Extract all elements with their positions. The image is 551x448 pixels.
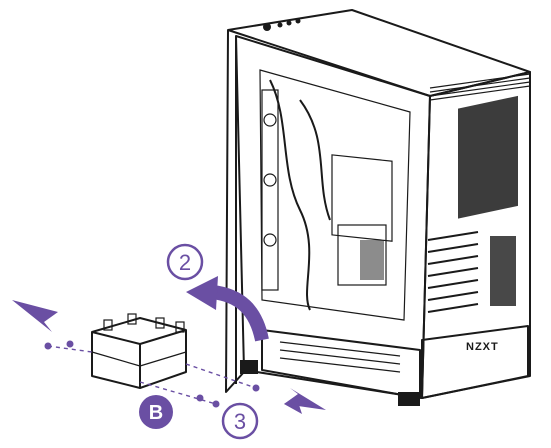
motherboard-tray [259, 69, 411, 321]
front-fans [261, 79, 331, 311]
io-port-2 [286, 20, 292, 26]
case-foot-front [240, 360, 258, 374]
part-b-letter: B [149, 402, 163, 424]
case-rear-panel [421, 71, 531, 399]
drive-cage [91, 313, 187, 389]
pc-case: NZXT [225, 9, 531, 406]
arrow-left-icon [284, 388, 326, 414]
power-button [263, 23, 271, 31]
io-port-1 [277, 22, 283, 28]
top-vents [429, 73, 531, 101]
alignment-guides [44, 340, 260, 408]
rear-fan-mesh [458, 95, 518, 219]
step-3-number: 3 [234, 409, 246, 434]
arrow-right-icon [12, 300, 58, 332]
psu-bay [421, 325, 529, 399]
step-2-number: 2 [179, 250, 191, 275]
pci-slots [427, 231, 516, 313]
curved-arrow-icon [186, 276, 269, 342]
rear-slot-block [490, 236, 516, 306]
step-3-marker: 3 [221, 402, 259, 440]
io-port-3 [295, 18, 301, 24]
case-foot-rear [398, 392, 420, 406]
step-2-marker: 2 [166, 243, 204, 281]
part-b-badge: B [139, 395, 173, 429]
floor-slots [279, 341, 401, 373]
case-logo: NZXT [466, 341, 499, 353]
case-front-edge [225, 29, 245, 393]
